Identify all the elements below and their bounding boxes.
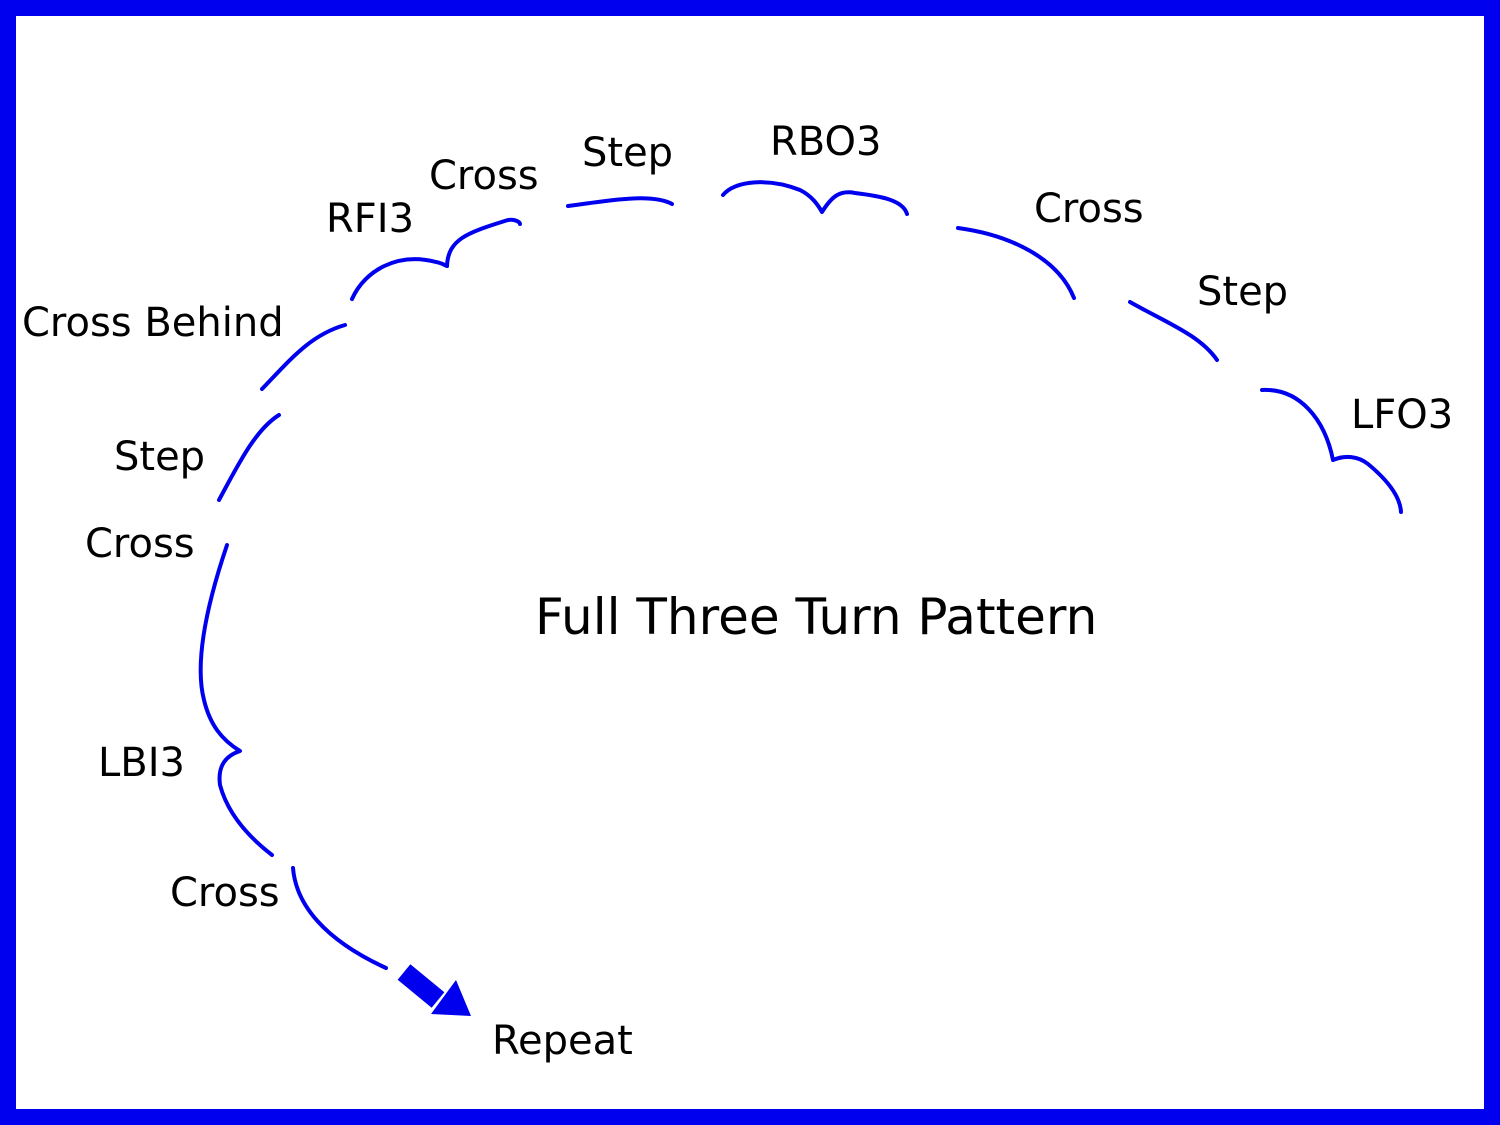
diagram-title: Full Three Turn Pattern — [535, 588, 1097, 646]
tracings — [198, 180, 1403, 970]
tracing-step-top — [566, 196, 674, 208]
tracing-cross-upper-right — [956, 226, 1076, 300]
label-lbi3: LBI3 — [98, 740, 185, 786]
tracing-cross-top-left — [445, 217, 522, 268]
label-rfi3: RFI3 — [326, 196, 414, 242]
label-cross-behind: Cross Behind — [22, 300, 284, 346]
tracing-step-right — [1128, 300, 1219, 362]
label-step-right: Step — [1197, 269, 1288, 315]
tracing-rbo3 — [721, 180, 909, 216]
tracing-step-left — [217, 413, 281, 502]
label-step-top: Step — [582, 130, 673, 176]
label-rbo3: RBO3 — [770, 119, 881, 165]
tracing-cross-behind — [260, 323, 347, 391]
arrow-down-right-icon — [397, 964, 471, 1016]
tracing-cross-bottom — [291, 866, 388, 970]
tracing-lfo3 — [1260, 387, 1403, 514]
label-cross-left: Cross — [85, 521, 195, 567]
tracing-cross-left-lbi3 — [198, 543, 274, 857]
label-cross-bottom: Cross — [170, 870, 280, 916]
label-step-left: Step — [114, 434, 205, 480]
label-cross-upper-right: Cross — [1034, 186, 1144, 232]
tracing-rfi3 — [350, 257, 449, 301]
label-lfo3: LFO3 — [1351, 392, 1453, 438]
label-repeat: Repeat — [492, 1018, 633, 1064]
label-cross-top-left: Cross — [429, 153, 539, 199]
